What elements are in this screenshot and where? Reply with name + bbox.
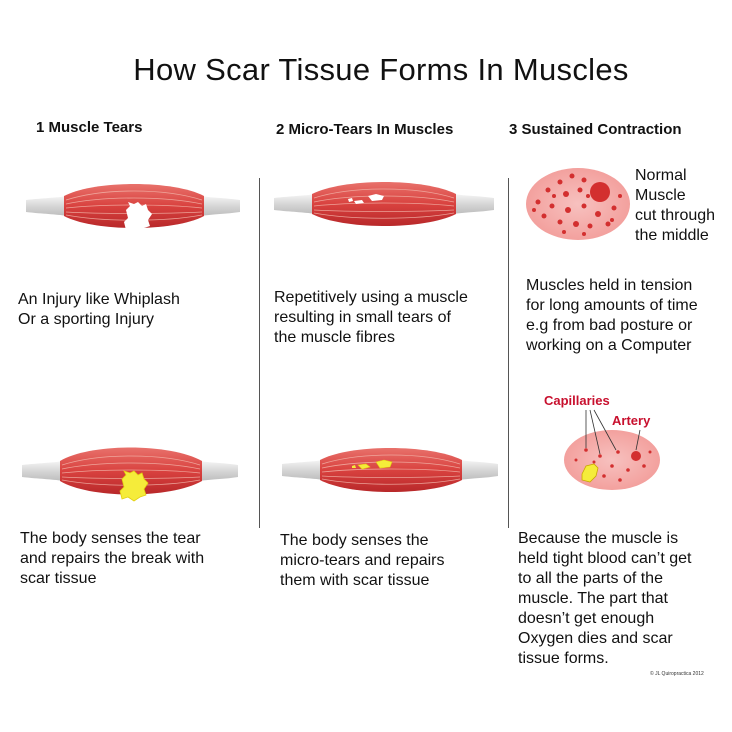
scar-tissue-area [581, 463, 599, 483]
muscle-tears-description: An Injury like Whiplash Or a sporting In… [18, 291, 180, 328]
heading-micro-tears: 2 Micro-Tears In Muscles [276, 121, 454, 138]
muscle-cross-section-normal [526, 168, 630, 240]
heading-sustained-contraction: 3 Sustained Contraction [509, 121, 682, 138]
sustained-contraction-description: Muscles held in tension for long amounts… [526, 277, 698, 354]
micro-tears-repair-description: The body senses the micro-tears and repa… [280, 532, 445, 589]
muscle-scar-repair-illustration [22, 447, 238, 502]
page-title: How Scar Tissue Forms In Muscles [133, 52, 629, 87]
column-divider-right [508, 178, 509, 528]
muscle-torn-illustration [26, 184, 240, 232]
muscle-micro-scar-illustration [282, 448, 498, 492]
muscle-micro-tears-illustration [274, 182, 494, 226]
muscle-tears-repair-description: The body senses the tear and repairs the… [20, 530, 205, 587]
capillaries-label: Capillaries [544, 393, 610, 408]
heading-muscle-tears: 1 Muscle Tears [36, 119, 143, 136]
micro-tears-description: Repetitively using a muscle resulting in… [274, 289, 468, 346]
copyright-credit: © JL Quiropractica 2012 [650, 671, 704, 677]
column-divider-left [259, 178, 260, 528]
muscle-cross-section-damaged [564, 409, 660, 490]
artery-label: Artery [612, 413, 651, 428]
sustained-contraction-result-description: Because the muscle is held tight blood c… [518, 530, 692, 667]
normal-muscle-label: Normal Muscle cut through the middle [635, 167, 716, 244]
